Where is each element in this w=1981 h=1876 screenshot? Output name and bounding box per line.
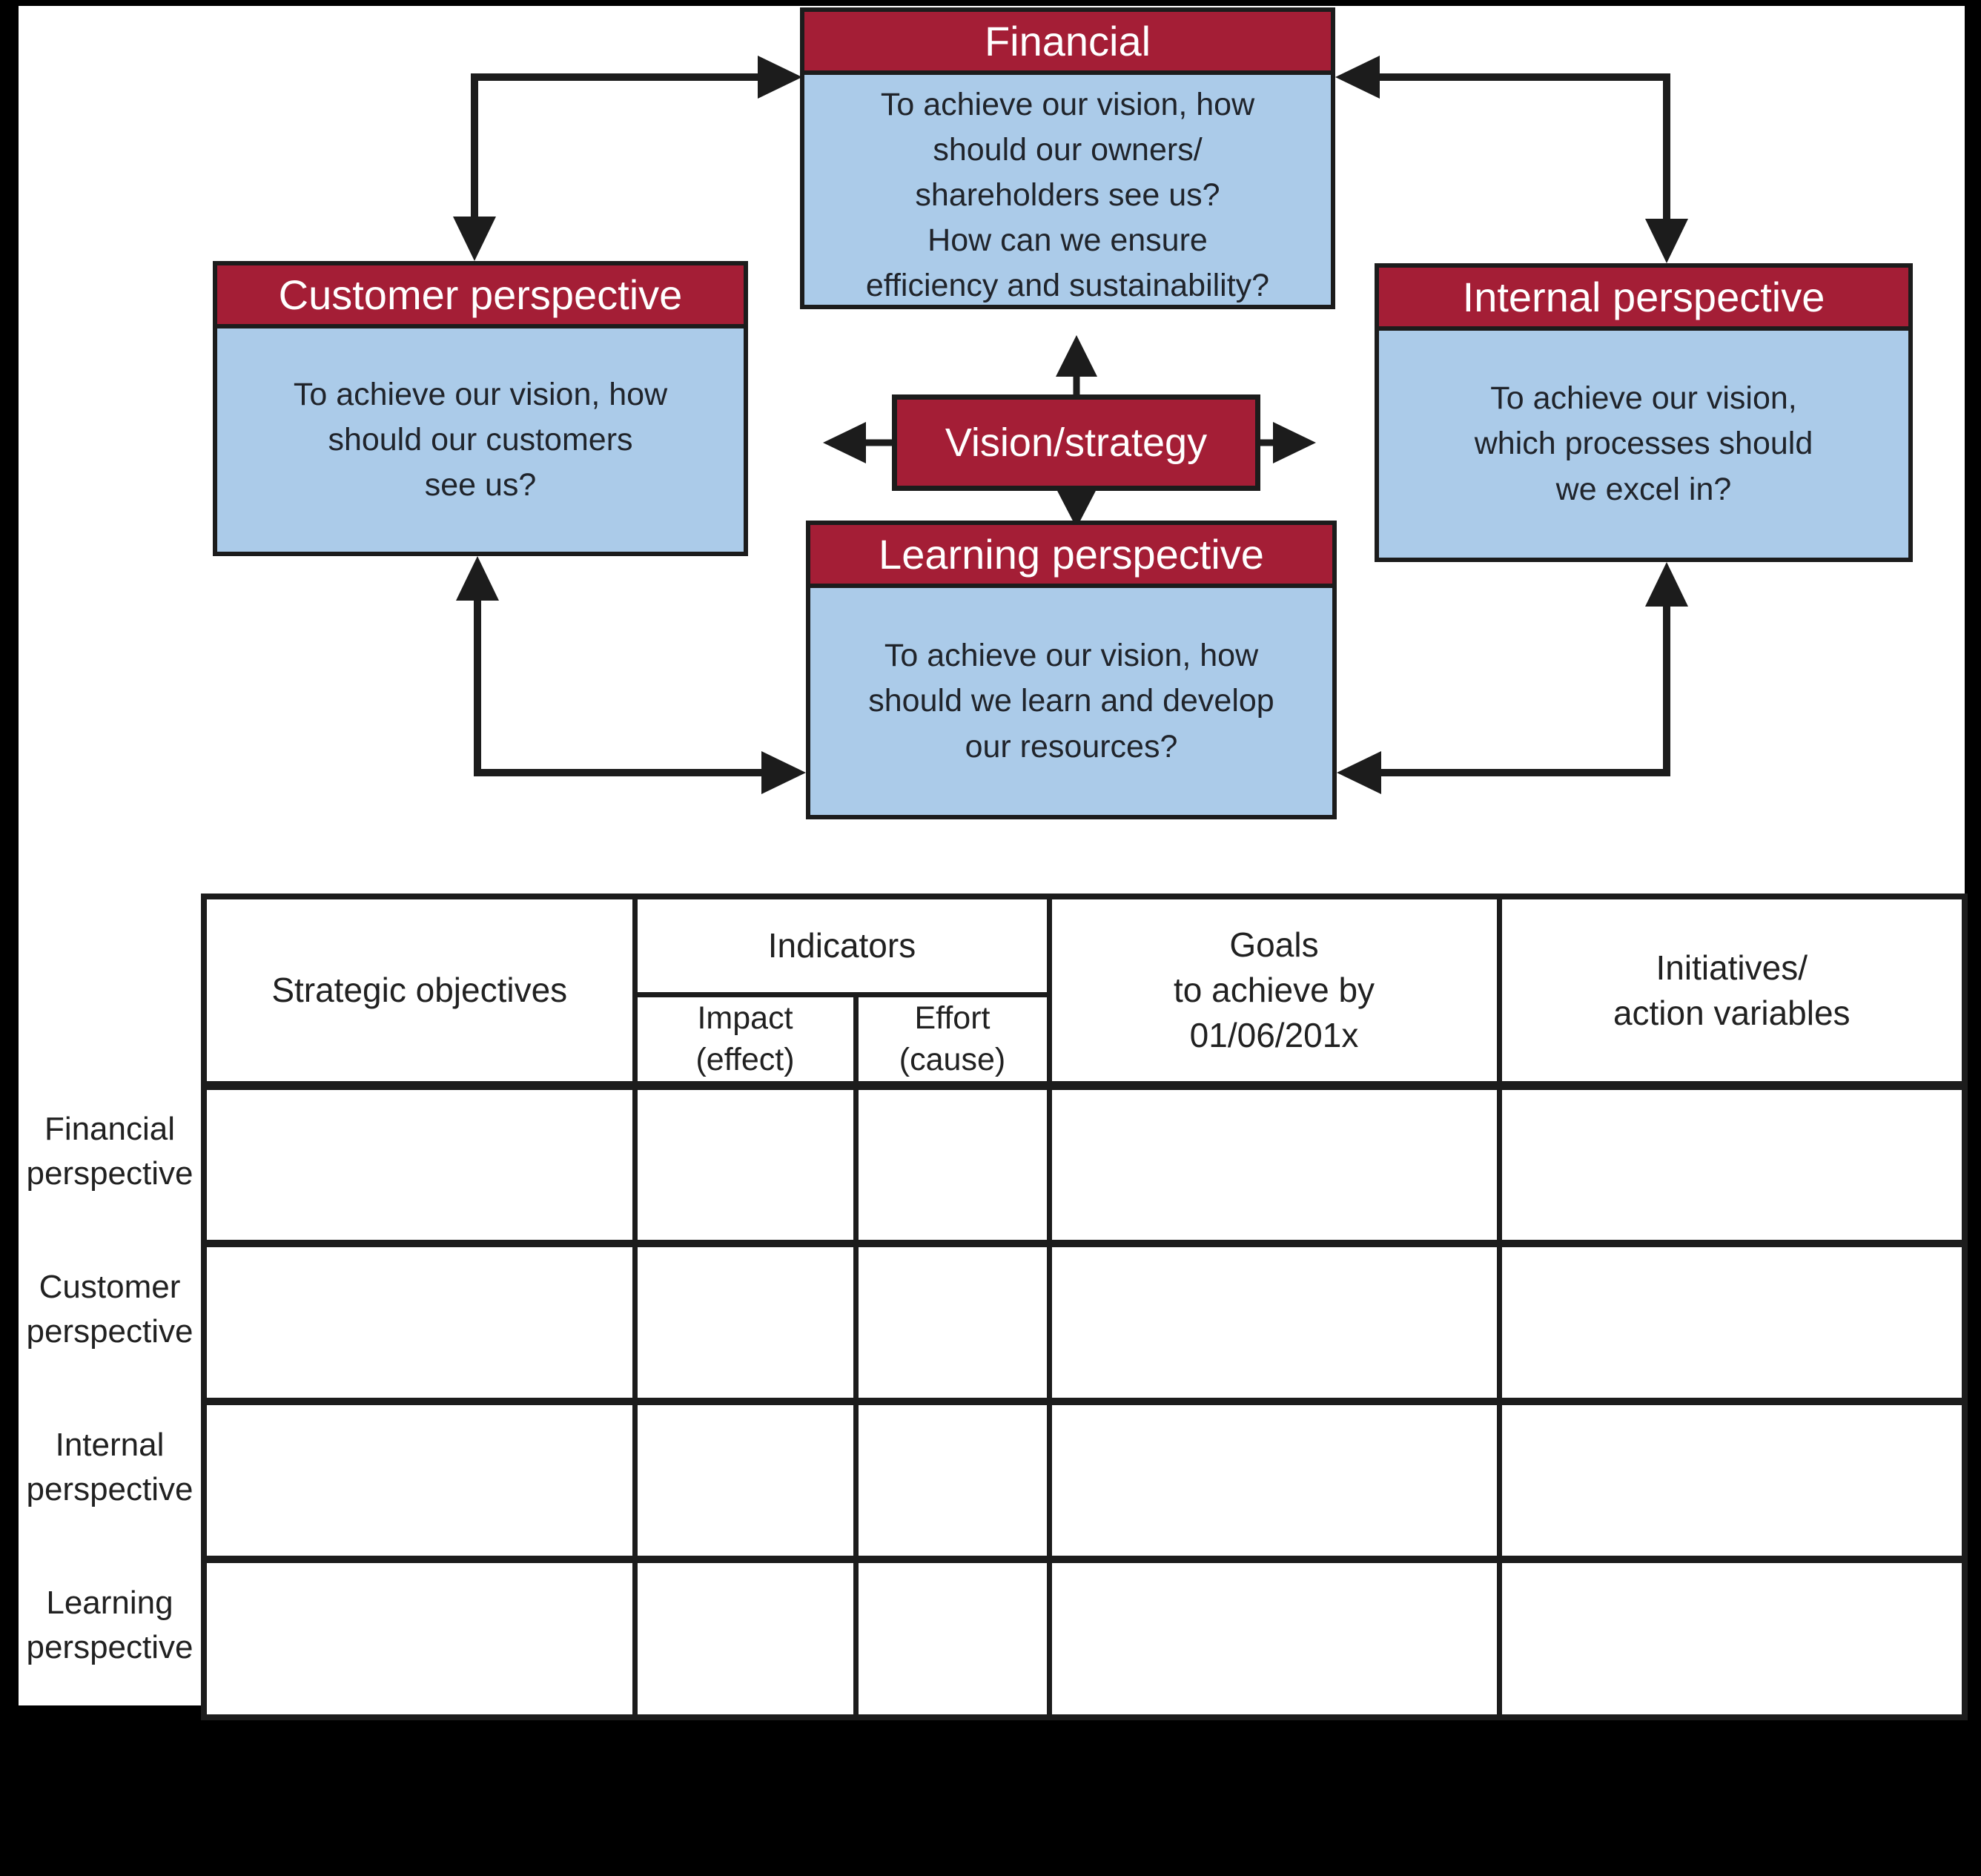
financial-box-text: To achieve our vision, how should our ow… <box>865 87 1270 304</box>
financial-box-title: Financial <box>804 12 1331 75</box>
table-cell <box>1496 1240 1968 1404</box>
learning-box-text: To achieve our vision, how should we lea… <box>868 638 1274 764</box>
vision-strategy-box: Vision/strategy <box>892 394 1260 491</box>
col-header-initiatives: Initiatives/ action variables <box>1496 894 1968 1089</box>
table-cell <box>632 1081 859 1246</box>
col-header-indicators: Indicators <box>632 894 1052 997</box>
learning-perspective-box: Learning perspective To achieve our visi… <box>806 521 1337 819</box>
internal-perspective-box: Internal perspective To achieve our visi… <box>1375 263 1913 562</box>
table-cell <box>632 1398 859 1562</box>
vision-strategy-label: Vision/strategy <box>945 420 1208 465</box>
table-cell <box>1046 1240 1502 1404</box>
row-label-customer: Customer perspective <box>26 1269 194 1350</box>
row-label-financial: Financial perspective <box>26 1111 194 1192</box>
table-cell <box>1496 1398 1968 1562</box>
col-header-effort: Effort (cause) <box>853 992 1052 1089</box>
table-row-financial <box>201 1081 1968 1246</box>
table-cell <box>201 1398 638 1562</box>
row-label-learning: Learning perspective <box>26 1585 194 1665</box>
internal-box-title: Internal perspective <box>1379 268 1908 331</box>
col-header-goals: Goals to achieve by 01/06/201x <box>1046 894 1502 1089</box>
customer-box-text: To achieve our vision, how should our cu… <box>293 376 668 503</box>
table-cell <box>1046 1081 1502 1246</box>
table-cell <box>632 1556 859 1720</box>
table-cell <box>853 1081 1052 1246</box>
table-row-customer <box>201 1240 1968 1404</box>
table-cell <box>853 1240 1052 1404</box>
col-header-impact: Impact (effect) <box>632 992 859 1089</box>
table-cell <box>853 1556 1052 1720</box>
table-cell <box>201 1556 638 1720</box>
customer-box-title: Customer perspective <box>217 265 744 328</box>
table-cell <box>201 1240 638 1404</box>
row-label-internal: Internal perspective <box>26 1427 194 1507</box>
table-cell <box>853 1398 1052 1562</box>
table-cell <box>201 1081 638 1246</box>
financial-box: Financial To achieve our vision, how sho… <box>800 7 1335 309</box>
learning-box-title: Learning perspective <box>810 525 1332 588</box>
table-cell <box>632 1240 859 1404</box>
table-row-internal <box>201 1398 1968 1562</box>
scorecard-table: Strategic objectives Indicators Goals to… <box>201 894 1968 1720</box>
table-cell <box>1496 1556 1968 1720</box>
table-row-learning <box>201 1556 1968 1720</box>
internal-box-text: To achieve our vision, which processes s… <box>1474 380 1813 507</box>
table-cell <box>1496 1081 1968 1246</box>
customer-perspective-box: Customer perspective To achieve our visi… <box>213 261 748 556</box>
table-cell <box>1046 1556 1502 1720</box>
table-cell <box>1046 1398 1502 1562</box>
col-header-strategic-objectives: Strategic objectives <box>201 894 638 1089</box>
